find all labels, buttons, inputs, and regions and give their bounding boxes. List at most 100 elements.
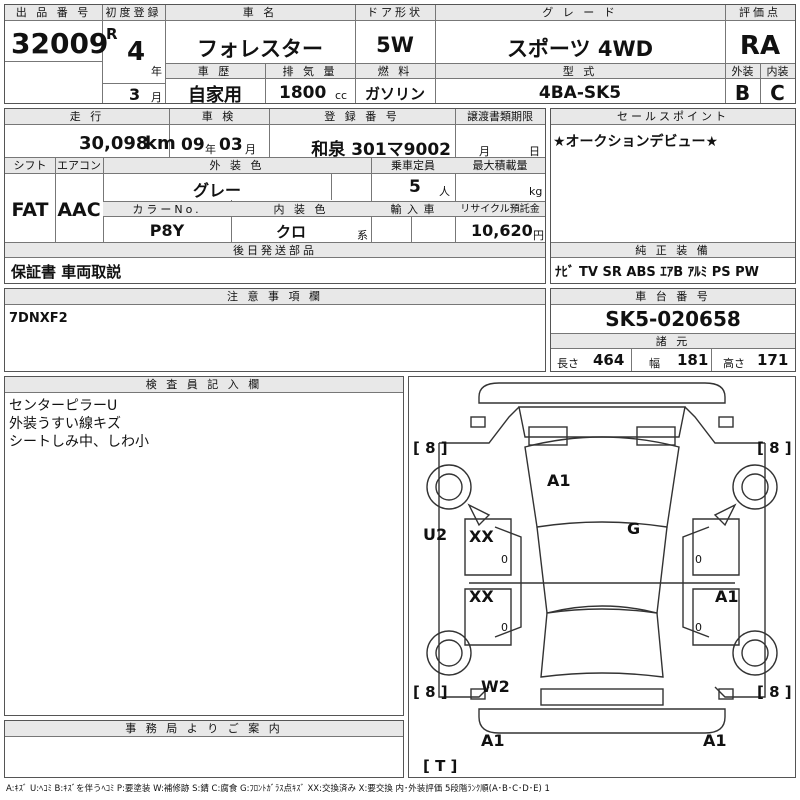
car-name: フォレスター (197, 37, 323, 61)
vehicle-history: 自家用 (188, 85, 242, 106)
header-model: 型 式 (435, 63, 725, 79)
header-grade: グ レ ー ド (435, 5, 725, 21)
header-color-no: カラーNo. (103, 201, 231, 217)
door-type: 5W (376, 33, 414, 57)
chassis-section: 車 台 番 号 SK5-020658 諸 元 長さ 464 幅 181 高さ 1… (550, 288, 796, 372)
tire-rear-left-depth: [ 8 ] (413, 683, 448, 701)
shift-type: FAT (11, 199, 49, 221)
header-score: 評価点 (725, 5, 795, 21)
displacement: 1800 (279, 83, 327, 103)
fuel-type: ガソリン (364, 85, 425, 103)
first-reg-year: 4 (127, 37, 146, 67)
model-code: 4BA-SK5 (538, 83, 622, 103)
color-number: P8Y (149, 221, 185, 240)
inspector-note: センターピラーU (9, 398, 118, 414)
displacement-unit: cc (335, 89, 348, 102)
header-exterior: 外装 (725, 63, 760, 79)
damage-mark-rear-left-quarter: W2 (481, 677, 510, 696)
header-genuine: 純 正 装 備 (551, 242, 795, 258)
header-mileage: 走 行 (5, 109, 169, 125)
length-value: 464 (593, 351, 625, 369)
header-transfer: 譲渡書類期限 (455, 109, 545, 125)
recycle-deposit: 10,620 (471, 221, 533, 240)
exterior-color: グレー (192, 181, 241, 200)
sales-point: ★オークションデビュー★ (553, 134, 719, 150)
header-first-reg: 初度登録 (102, 5, 165, 21)
header-notes: 注 意 事 項 欄 (5, 289, 545, 305)
header-max-load: 最大積載量 (455, 158, 545, 174)
later-parts: 保証書 車両取説 (11, 263, 122, 281)
height-value: 171 (757, 351, 789, 369)
load-unit: kg (529, 185, 543, 198)
spare-tire: [ T ] (423, 757, 458, 775)
damage-mark-rear-left-door: XX (469, 587, 494, 606)
header-dims: 諸 元 (551, 333, 795, 349)
tire-front-right-depth: [ 8 ] (757, 439, 792, 457)
header-interior: 内装 (760, 63, 795, 79)
notes-section: 注 意 事 項 欄 7DNXF2 (4, 288, 546, 372)
transfer-day-unit: 日 (529, 145, 540, 158)
header-ext-color: 外 装 色 (103, 158, 371, 174)
genuine-equipment: ﾅﾋﾞ TV SR ABS ｴｱB ｱﾙﾐ PS PW (555, 265, 759, 280)
aircon-type: AAC (57, 199, 101, 221)
interior-color: クロ (275, 223, 306, 241)
sales-point-section: セールスポイント ★オークションデビュー★ 純 正 装 備 ﾅﾋﾞ TV SR … (550, 108, 796, 284)
inspection-year: 09 (181, 135, 205, 155)
era-mark: R (106, 25, 118, 43)
header-aircon: エアコン (55, 158, 103, 174)
damage-mark-rear-bumper-left: A1 (481, 731, 505, 750)
damage-mark-rear-bumper-right: A1 (703, 731, 727, 750)
mileage-unit: km (145, 133, 176, 154)
header-sales-point: セールスポイント (551, 109, 795, 125)
top-section: 出 品 番 号 初度登録 車 名 ドア形状 グ レ ー ド 評価点 車 歴 排 … (4, 4, 796, 106)
header-fuel: 燃 料 (355, 63, 435, 79)
inspector-section: 検 査 員 記 入 欄 センターピラーU 外装うすい線キズ シートしみ中、しわ小 (4, 376, 404, 716)
header-shift: シフト (5, 158, 55, 174)
door-zero-mark: 0 (501, 553, 508, 566)
chassis-number: SK5-020658 (605, 307, 741, 331)
legend: A:ｷｽﾞ U:ﾍｺﾐ B:ｷｽﾞを伴うﾍｺﾐ P:要塗装 W:補修跡 S:錆 … (6, 784, 550, 794)
header-later-parts: 後日発送部品 (5, 242, 545, 258)
damage-mark-rear-right-door: A1 (715, 587, 739, 606)
capacity-unit: 人 (439, 185, 450, 198)
registration-number: 和泉 301マ9002 (311, 140, 451, 160)
header-chassis: 車 台 番 号 (551, 289, 795, 305)
inspector-note: シートしみ中、しわ小 (9, 434, 149, 450)
month-unit: 月 (151, 91, 162, 104)
header-reg-no: 登 録 番 号 (269, 109, 455, 125)
header-import: 輸 入 車 (371, 201, 455, 217)
header-int-color: 内 装 色 (231, 201, 371, 217)
damage-mark-hood: A1 (547, 471, 571, 490)
header-history: 車 歴 (165, 63, 265, 79)
car-diagram (426, 382, 778, 734)
exterior-score: B (734, 81, 751, 105)
inspection-month: 03 (219, 135, 243, 155)
tire-rear-right-depth: [ 8 ] (757, 683, 792, 701)
header-displacement: 排 気 量 (265, 63, 355, 79)
header-inspection: 車 検 (169, 109, 269, 125)
header-recycle: リサイクル預託金 (455, 201, 545, 217)
header-capacity: 乗車定員 (371, 158, 455, 174)
tire-front-left-depth: [ 8 ] (413, 439, 448, 457)
recycle-unit: 円 (533, 229, 544, 242)
header-car-name: 車 名 (165, 5, 355, 21)
office-section: 事 務 局 よ り ご 案 内 (4, 720, 404, 778)
height-label: 高さ (723, 357, 745, 370)
length-label: 長さ (557, 357, 579, 370)
header-inspector: 検 査 員 記 入 欄 (5, 377, 403, 393)
car-diagram-section: [ 8 ] [ 8 ] [ 8 ] [ 8 ] [ T ] A1 G U2 XX… (408, 376, 796, 778)
lot-number: 32009 (11, 27, 109, 60)
transfer-month-unit: 月 (479, 145, 490, 158)
interior-color-suffix: 系 (357, 229, 368, 242)
interior-score: C (770, 81, 785, 105)
first-reg-month: 3 (129, 85, 141, 104)
door-zero-mark: 0 (695, 621, 702, 634)
width-value: 181 (677, 351, 709, 369)
notes-text: 7DNXF2 (9, 311, 68, 326)
inspection-year-unit: 年 (205, 143, 216, 156)
damage-mark-pillar: U2 (423, 525, 448, 544)
width-label: 幅 (649, 357, 660, 370)
evaluation-score: RA (739, 31, 781, 61)
capacity: 5 (409, 177, 421, 197)
header-lot-no: 出 品 番 号 (5, 5, 102, 21)
